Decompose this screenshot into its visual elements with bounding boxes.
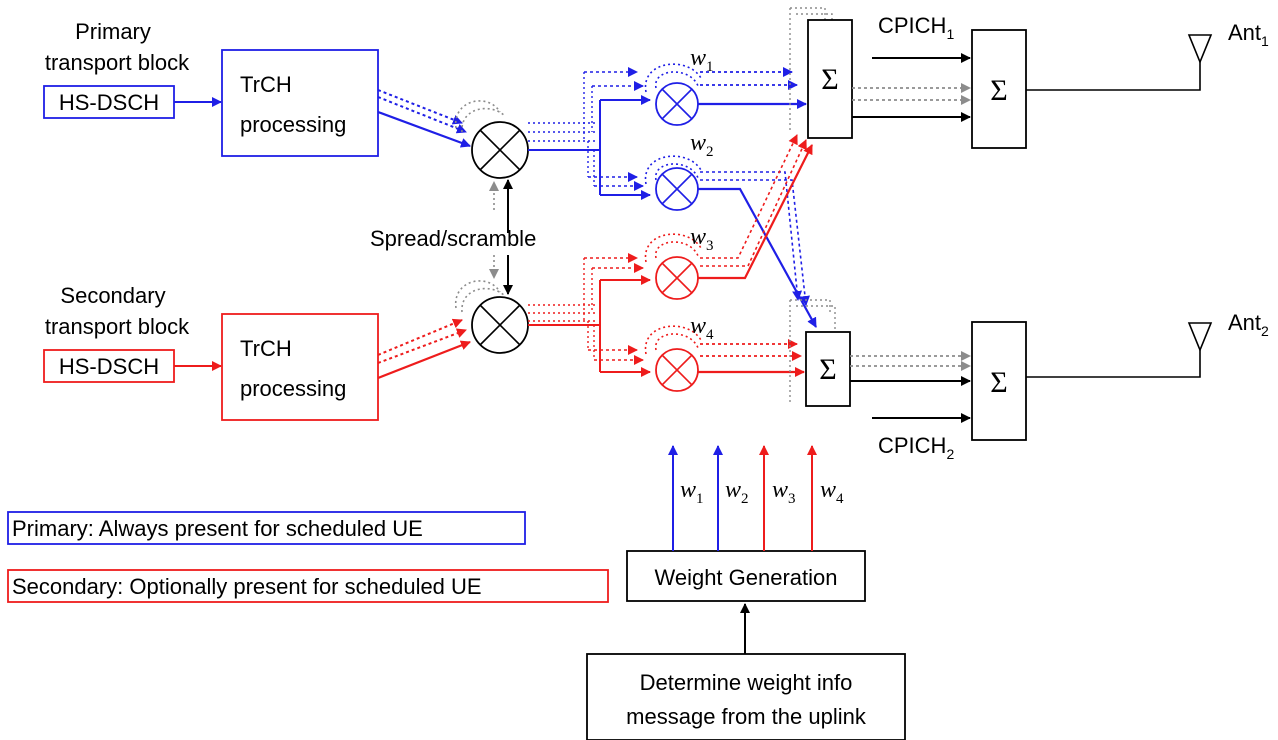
secondary-hs-dsch-label: HS-DSCH xyxy=(59,354,159,379)
spread-scramble-label: Spread/scramble xyxy=(370,226,536,251)
ant1-label: Ant1 xyxy=(1228,20,1269,49)
feedback-w2-label: w2 xyxy=(725,477,749,507)
w1-multiplier xyxy=(644,63,703,126)
secondary-trch-line1: TrCH xyxy=(240,336,292,361)
w1-to-top-sum-arrows xyxy=(698,67,807,109)
top-sum-shadows xyxy=(789,7,833,130)
w1-label: w1 xyxy=(690,45,714,75)
primary-trch-to-spreader-arrows xyxy=(377,89,471,148)
bottom-sum-to-antenna-sum-arrows xyxy=(850,351,971,423)
secondary-spreader-output xyxy=(528,253,651,377)
secondary-heading-line2: transport block xyxy=(45,314,190,339)
secondary-spreader-loop-2 xyxy=(461,287,506,313)
bottom-sum-shadows xyxy=(789,299,836,405)
legend-primary-label: Primary: Always present for scheduled UE xyxy=(12,516,423,541)
cpich2-label: CPICH2 xyxy=(878,433,954,462)
secondary-trch-box xyxy=(221,313,379,421)
primary-heading-line1: Primary xyxy=(75,19,151,44)
ant2-sum-symbol: Σ xyxy=(990,366,1007,399)
weight-feedback-arrows xyxy=(668,445,817,551)
ant1-sum-symbol: Σ xyxy=(990,74,1007,107)
w2-multiplier xyxy=(644,155,703,211)
w4-to-bottom-sum-arrows xyxy=(698,339,805,377)
feedback-w3-label: w3 xyxy=(772,477,796,507)
w2-to-bottom-sum-arrows xyxy=(698,171,817,328)
primary-spreader-multiplier xyxy=(471,121,529,179)
secondary-spreader-multiplier xyxy=(471,296,529,354)
antenna-1 xyxy=(1026,34,1213,91)
w3-label: w3 xyxy=(690,224,714,254)
weight-generation-box xyxy=(626,550,866,602)
ant1-sum-block xyxy=(971,29,1027,149)
secondary-heading-line1: Secondary xyxy=(60,283,165,308)
primary-spreader-output xyxy=(528,67,651,200)
ant2-sum-block xyxy=(971,321,1027,441)
legend-primary-box xyxy=(7,511,526,545)
primary-spreader-loop-2 xyxy=(461,107,506,133)
antenna-2 xyxy=(1026,322,1213,378)
top-sum-block xyxy=(807,19,853,139)
primary-trch-line1: TrCH xyxy=(240,72,292,97)
primary-hs-dsch-label: HS-DSCH xyxy=(59,90,159,115)
weight-generation-label: Weight Generation xyxy=(654,565,837,590)
w4-label: w4 xyxy=(690,313,714,343)
legend-secondary-box xyxy=(7,569,609,603)
uplink-box xyxy=(586,653,906,740)
secondary-trch-to-spreader-arrows xyxy=(377,318,471,380)
top-sum-to-antenna-sum-arrows xyxy=(852,53,971,122)
spread-scramble-arrows xyxy=(489,179,513,295)
primary-hs-dsch-box xyxy=(43,85,175,119)
w3-to-top-sum-arrows xyxy=(698,134,813,280)
w4-multiplier xyxy=(644,325,703,392)
uplink-box-line2: message from the uplink xyxy=(626,704,867,729)
top-sum-symbol: Σ xyxy=(821,63,838,96)
secondary-trch-line2: processing xyxy=(240,376,346,401)
primary-heading-line2: transport block xyxy=(45,50,190,75)
feedback-w4-label: w4 xyxy=(820,477,844,507)
bottom-sum-block xyxy=(805,331,851,407)
primary-trch-box xyxy=(221,49,379,157)
uplink-box-line1: Determine weight info xyxy=(640,670,853,695)
bottom-sum-symbol: Σ xyxy=(819,353,836,386)
w2-label: w2 xyxy=(690,130,714,160)
legend-secondary-label: Secondary: Optionally present for schedu… xyxy=(12,574,482,599)
ant2-label: Ant2 xyxy=(1228,310,1269,339)
cpich1-label: CPICH1 xyxy=(878,13,954,42)
primary-trch-line2: processing xyxy=(240,112,346,137)
feedback-w1-label: w1 xyxy=(680,477,704,507)
